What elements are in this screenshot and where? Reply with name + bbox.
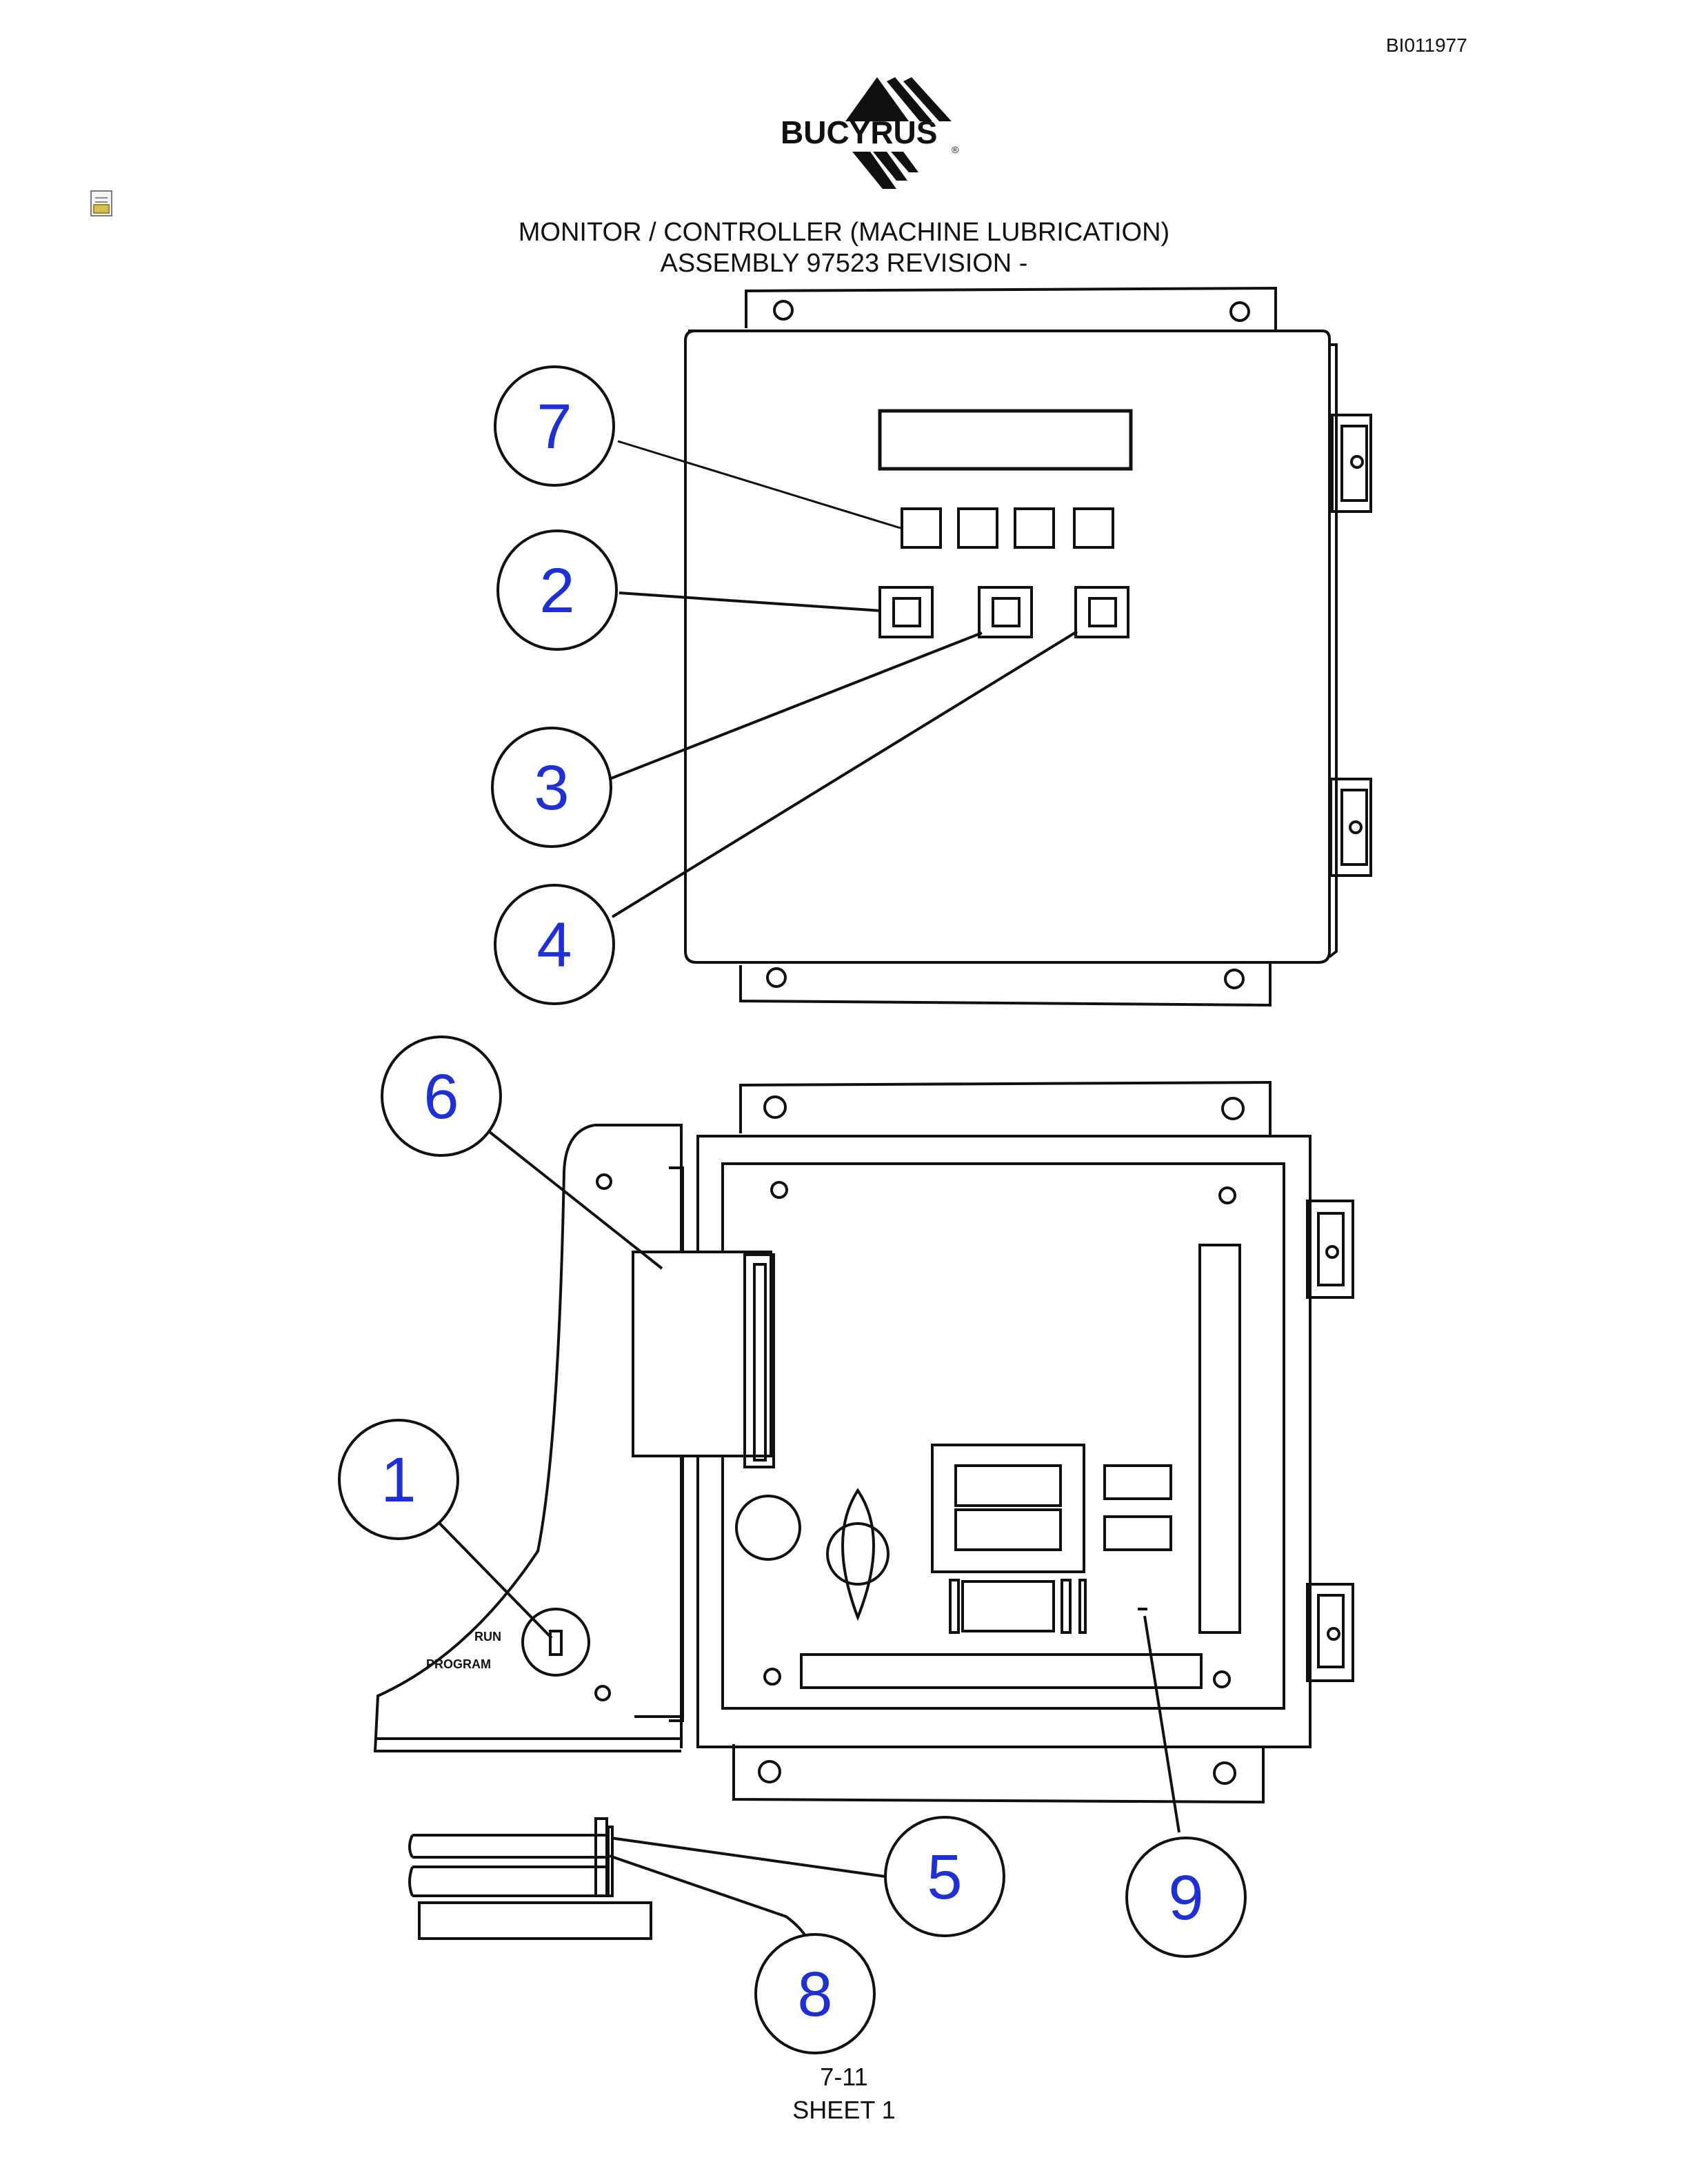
callout-6 <box>381 1035 502 1157</box>
bucyrus-logo: BUCYRUS ® <box>781 77 959 189</box>
registered-mark: ® <box>952 144 959 155</box>
callout-number: 7 <box>536 392 572 462</box>
callout-1 <box>338 1419 459 1540</box>
document-id: BI011977 <box>1386 34 1467 56</box>
drawing-title: MONITOR / CONTROLLER (MACHINE LUBRICATIO… <box>518 218 1170 247</box>
callout-numbers: 7 2 3 4 6 1 5 8 9 <box>381 392 1203 2030</box>
callout-9 <box>1125 1837 1247 1958</box>
logo-wordmark: BUCYRUS <box>781 114 937 150</box>
callout-number: 9 <box>1168 1863 1203 1933</box>
callout-3 <box>491 727 612 848</box>
leader-lines <box>432 440 1180 1952</box>
page-number: 7-11 <box>820 2063 868 2091</box>
callout-number: 6 <box>423 1062 459 1132</box>
strap-detail <box>408 1817 652 1940</box>
callout-number: 5 <box>927 1842 962 1912</box>
document-icon[interactable] <box>90 190 117 219</box>
callout-number: 3 <box>534 753 569 823</box>
callout-7 <box>494 365 615 487</box>
switch-label-program: PROGRAM <box>426 1657 491 1671</box>
enclosure-front-view <box>684 286 1372 1007</box>
callout-number: 2 <box>539 556 574 626</box>
switch-label-run: RUN <box>474 1630 501 1644</box>
callout-number: 8 <box>797 1959 832 2030</box>
callout-number: 1 <box>381 1445 416 1515</box>
callout-4 <box>494 884 615 1005</box>
callout-balloons <box>338 365 1247 2054</box>
sheet-number: SHEET 1 <box>792 2096 896 2124</box>
callout-2 <box>496 529 618 651</box>
enclosure-open-view <box>373 1080 1354 1804</box>
drawing-subtitle: ASSEMBLY 97523 REVISION - <box>660 249 1028 278</box>
callout-5 <box>884 1816 1005 1937</box>
callout-number: 4 <box>536 910 572 980</box>
callout-8 <box>754 1933 876 2054</box>
